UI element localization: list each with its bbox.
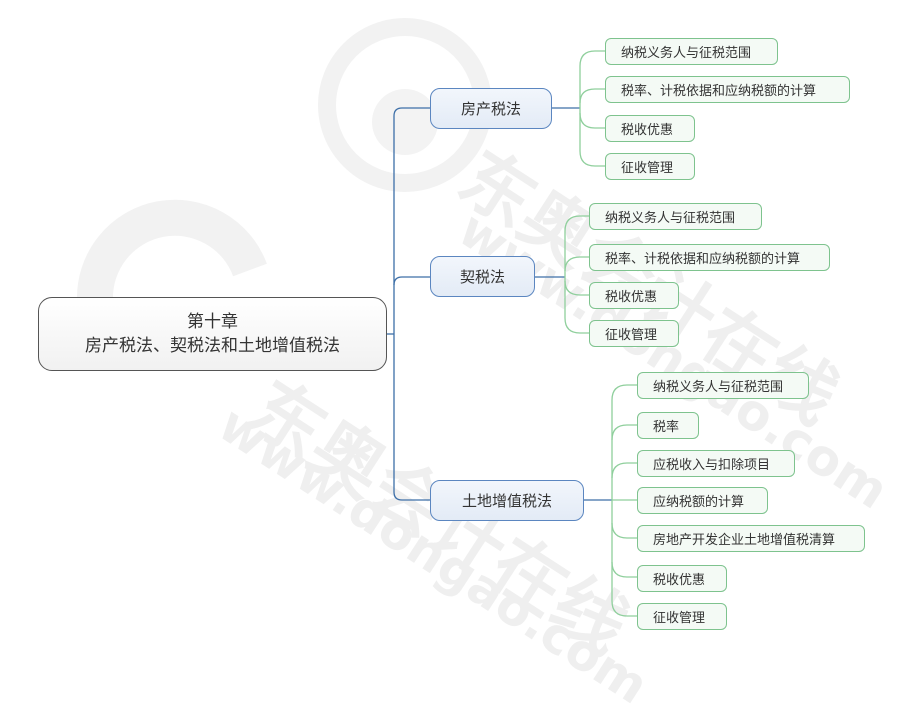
subtopic[interactable]: 应纳税额的计算	[637, 487, 768, 514]
subtopic-label: 应税收入与扣除项目	[653, 458, 771, 473]
subtopic[interactable]: 税收优惠	[637, 565, 727, 592]
subtopic-label: 应纳税额的计算	[653, 495, 745, 510]
connector-lines	[387, 50, 637, 617]
branch-house-property-tax[interactable]: 房产税法	[430, 88, 552, 129]
subtopic-label: 税率、计税依据和应纳税额的计算	[605, 252, 801, 267]
subtopic[interactable]: 纳税义务人与征税范围	[589, 203, 762, 230]
subtopic[interactable]: 税率	[637, 412, 699, 439]
subtopic[interactable]: 税率、计税依据和应纳税额的计算	[605, 76, 850, 103]
subtopic[interactable]: 应税收入与扣除项目	[637, 450, 795, 477]
subtopic[interactable]: 税收优惠	[589, 282, 679, 309]
root-title: 房产税法、契税法和土地增值税法	[85, 336, 340, 356]
subtopic[interactable]: 征收管理	[637, 603, 727, 630]
subtopic[interactable]: 税率、计税依据和应纳税额的计算	[589, 244, 830, 271]
subtopic-label: 纳税义务人与征税范围	[605, 211, 736, 226]
subtopic-label: 征收管理	[605, 328, 658, 343]
subtopic[interactable]: 征收管理	[605, 153, 695, 180]
subtopic[interactable]: 纳税义务人与征税范围	[637, 372, 809, 399]
subtopic-label: 征收管理	[621, 161, 674, 176]
subtopic-label: 税率	[653, 420, 680, 435]
subtopic-label: 税收优惠	[605, 290, 658, 305]
subtopic-label: 纳税义务人与征税范围	[653, 380, 784, 395]
subtopic[interactable]: 征收管理	[589, 320, 679, 347]
subtopic-label: 房地产开发企业土地增值税清算	[653, 533, 836, 548]
branch-land-value-added-tax[interactable]: 土地增值税法	[430, 480, 584, 521]
branch-label: 契税法	[459, 268, 505, 286]
subtopic-label: 税率、计税依据和应纳税额的计算	[621, 84, 817, 99]
subtopic-label: 征收管理	[653, 611, 706, 626]
subtopic-label: 税收优惠	[653, 573, 706, 588]
subtopic[interactable]: 税收优惠	[605, 115, 695, 142]
branch-label: 房产税法	[460, 100, 521, 118]
branch-label: 土地增值税法	[461, 492, 552, 510]
subtopic-label: 纳税义务人与征税范围	[621, 46, 752, 61]
subtopic[interactable]: 房地产开发企业土地增值税清算	[637, 525, 865, 552]
root-topic[interactable]: 第十章 房产税法、契税法和土地增值税法	[38, 297, 387, 371]
root-chapter: 第十章	[187, 312, 238, 332]
subtopic-label: 税收优惠	[621, 123, 674, 138]
subtopic[interactable]: 纳税义务人与征税范围	[605, 38, 778, 65]
branch-deed-tax[interactable]: 契税法	[430, 256, 535, 297]
